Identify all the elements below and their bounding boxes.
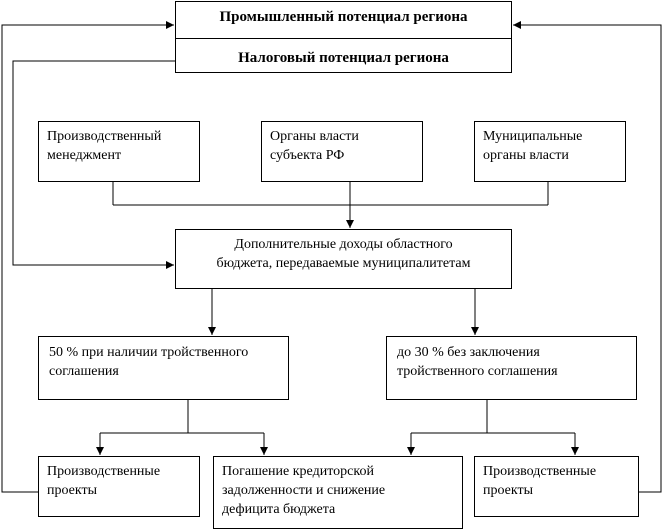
feedback-left-line (1, 21, 174, 493)
box-text-line: проекты (483, 483, 534, 498)
box-divider (176, 38, 511, 39)
box-text-line: Производственный (47, 129, 162, 144)
production-management-box: Производственный менеджмент (38, 121, 200, 182)
split-50-percent-box: 50 % при наличии тройственного соглашени… (38, 336, 289, 400)
box-text-line: 50 % при наличии тройственного (49, 345, 249, 360)
box-text-line: проекты (47, 483, 98, 498)
box-text-line: субъекта РФ (270, 148, 345, 163)
regional-potential-box: Промышленный потенциал региона Налоговый… (175, 1, 512, 73)
split-30-percent-box: до 30 % без заключения тройственного сог… (386, 336, 637, 400)
industrial-potential-label: Промышленный потенциал региона (219, 9, 468, 25)
feedback-right-line (513, 21, 662, 493)
box-text-line: Органы власти (270, 129, 359, 144)
additional-income-box: Дополнительные доходы областного бюджета… (175, 229, 512, 289)
box-text-line: бюджета, передаваемые муниципалитетам (216, 256, 471, 271)
box-text-line: Производственные (483, 464, 597, 479)
box-text-line: тройственного соглашения (397, 364, 558, 379)
top-to-income-line (12, 60, 175, 269)
box-text-line: Муниципальные (483, 129, 583, 144)
box-text-line: менеджмент (47, 148, 122, 163)
debt-repayment-box: Погашение кредиторской задолженности и с… (213, 456, 463, 529)
production-projects-right-box: Производственные проекты (474, 456, 639, 517)
box-text-line: Дополнительные доходы областного (234, 237, 453, 252)
municipal-authorities-box: Муниципальные органы власти (474, 121, 626, 182)
tax-potential-label: Налоговый потенциал региона (238, 50, 449, 66)
box-text-line: соглашения (49, 364, 119, 379)
box-text-line: до 30 % без заключения (397, 345, 540, 360)
box-text-line: дефицита бюджета (222, 502, 336, 517)
box-text-line: Производственные (47, 464, 161, 479)
box-text-line: задолженности и снижение (222, 483, 386, 498)
box-text-line: органы власти (483, 148, 569, 163)
box-text-line: Погашение кредиторской (222, 464, 374, 479)
federal-subject-authorities-box: Органы власти субъекта РФ (261, 121, 423, 182)
production-projects-left-box: Производственные проекты (38, 456, 200, 517)
